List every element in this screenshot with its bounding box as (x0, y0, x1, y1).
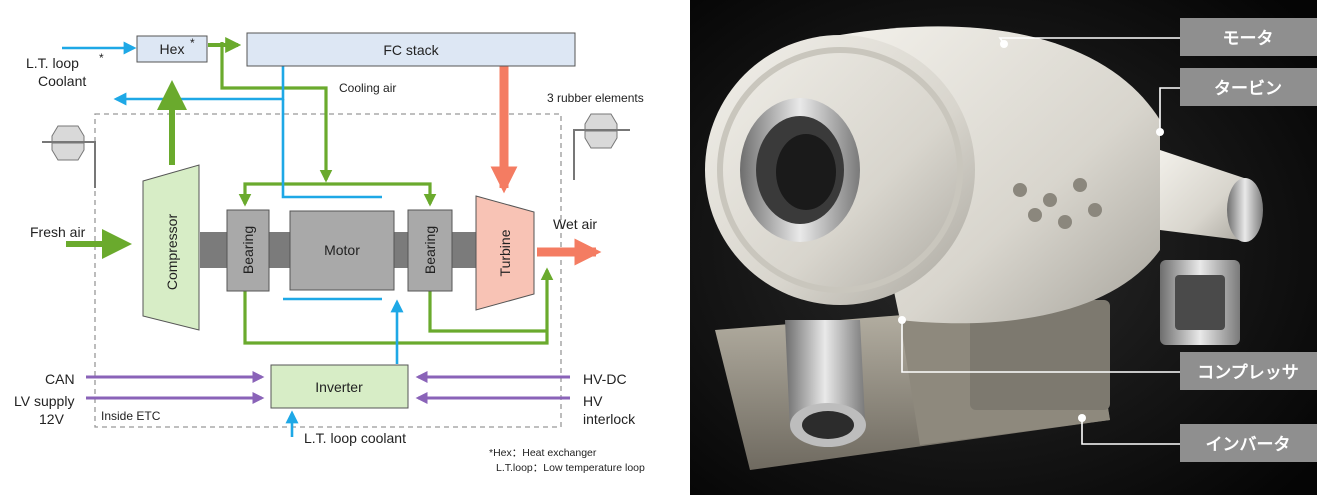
label-inverter: インバータ (1180, 424, 1317, 462)
etc-product-photo: モータ タービン コンプレッサ インバータ (690, 0, 1317, 495)
label-turbine-text: タービン (1214, 79, 1282, 98)
bearing-right-box (407, 209, 453, 292)
fresh-air-label: Fresh air (30, 224, 86, 240)
inverter-label: Inverter (315, 379, 363, 395)
hex-label: Hex (160, 41, 185, 57)
footnote-hex: *Hex：Heat exchanger (489, 447, 597, 459)
turbocompressor-unit (705, 26, 1263, 470)
label-inverter-text: インバータ (1206, 435, 1291, 454)
inverter-box (270, 364, 409, 409)
fc-stack-label: FC stack (383, 42, 439, 58)
label-motor-text: モータ (1223, 29, 1274, 48)
lt-loop-label: L.T. loop (26, 55, 79, 71)
rubber-elements-label: 3 rubber elements (547, 91, 644, 105)
fc-stack-box (246, 32, 576, 67)
cooling-air-label: Cooling air (339, 81, 396, 95)
hv-dc-label: HV-DC (583, 371, 627, 387)
bearing-right-label: Bearing (422, 226, 438, 274)
hv-interlock-label-2: interlock (583, 411, 636, 427)
etc-boundary (94, 113, 562, 428)
turbine-label: Turbine (497, 229, 513, 276)
turbine-shape (475, 195, 535, 311)
etc-system-diagram: Hex * FC stack Compressor Bearing Bearin… (14, 32, 645, 474)
bearing-left-label: Bearing (240, 226, 256, 274)
label-compressor-text: コンプレッサ (1197, 362, 1299, 382)
rubber-mount-left (42, 125, 96, 188)
lv-supply-label: LV supply (14, 393, 74, 409)
hex-star: * (190, 36, 195, 50)
hex-box (136, 35, 208, 63)
callout-lines (901, 37, 1180, 445)
can-label: CAN (45, 371, 75, 387)
label-compressor: コンプレッサ (1180, 352, 1317, 390)
signal-lines (86, 371, 570, 404)
motor-box (289, 210, 395, 291)
wet-air-label: Wet air (553, 216, 597, 232)
label-turbine: タービン (1180, 68, 1317, 106)
rubber-mount-right (573, 113, 630, 180)
hv-interlock-label: HV (583, 393, 603, 409)
callout-dots (898, 40, 1164, 422)
label-motor: モータ (1180, 18, 1317, 56)
lt-loop-coolant-top-label: Coolant (38, 73, 86, 89)
compressor-label: Compressor (164, 214, 180, 291)
footnote-lt-loop: L.T.loop：Low temperature loop (496, 462, 645, 474)
lt-loop-coolant-label: L.T. loop coolant (304, 430, 406, 446)
lt-loop-star: * (99, 51, 104, 65)
motor-label: Motor (324, 242, 360, 258)
inside-etc-label: Inside ETC (101, 409, 161, 423)
bearing-left-box (226, 209, 270, 292)
lv-supply-voltage-label: 12V (39, 411, 65, 427)
compressor-shape (142, 164, 200, 331)
